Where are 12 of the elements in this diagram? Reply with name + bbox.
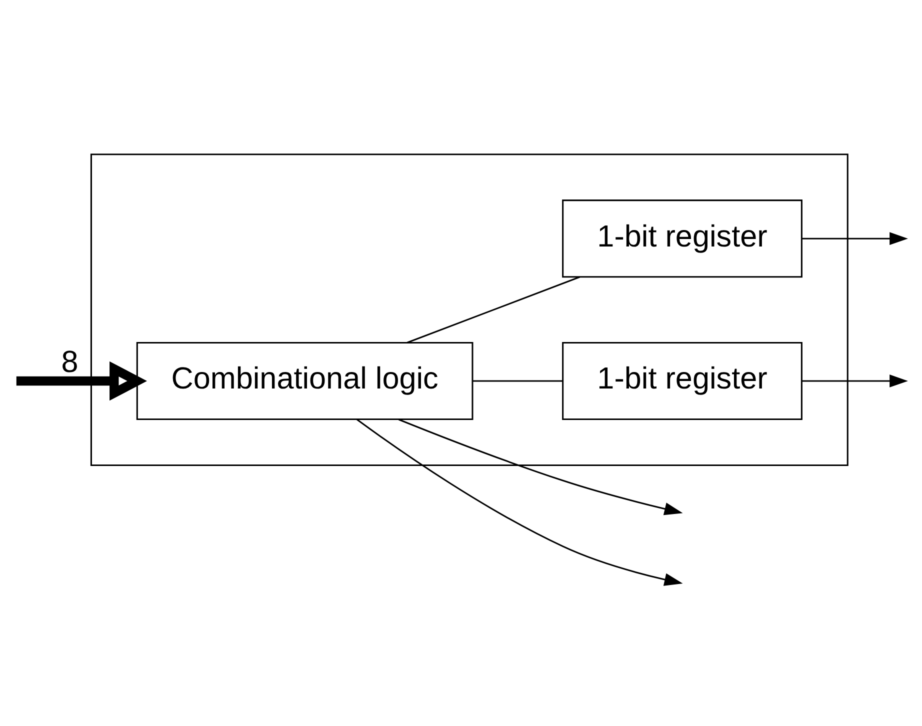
node-box: 1-bit register — [562, 200, 802, 278]
connector — [472, 380, 563, 382]
arrow — [802, 232, 908, 246]
arrow — [802, 374, 908, 388]
arrow — [16, 361, 147, 401]
arrow — [356, 418, 683, 586]
connector — [406, 276, 580, 344]
node-box: 1-bit register — [562, 342, 802, 420]
node-box: Combinational logic — [136, 342, 474, 420]
cluster — [90, 154, 848, 466]
arrow — [398, 418, 683, 516]
edge-label: 8 — [61, 344, 78, 379]
